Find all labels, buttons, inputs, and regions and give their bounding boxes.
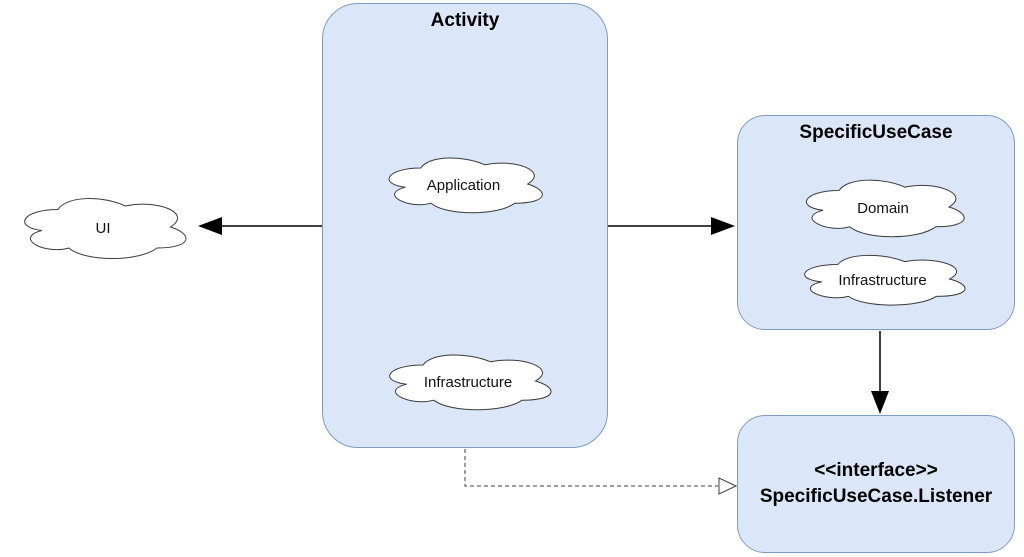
- listener-stereotype: <<interface>>: [814, 460, 938, 481]
- suc-infrastructure-cloud-node: Infrastructure: [793, 250, 972, 308]
- cloud-icon: [793, 250, 972, 308]
- application-cloud-label: Application: [426, 176, 501, 194]
- ui-cloud-node: UI: [13, 192, 193, 262]
- filled-arrowhead-icon: [871, 391, 889, 414]
- listener-title: SpecificUseCase.Listener: [759, 486, 993, 507]
- filled-arrowhead-icon: [198, 217, 222, 235]
- cloud-icon: [795, 174, 971, 240]
- cloud-icon: [378, 152, 549, 216]
- cloud-icon: [13, 192, 193, 262]
- activity-infrastructure-cloud-label: Infrastructure: [423, 373, 513, 391]
- edge-specific-use-case-to-listener: [871, 331, 889, 414]
- listener-interface-box: <<interface>> SpecificUseCase.Listener: [737, 415, 1015, 553]
- domain-cloud-label: Domain: [857, 199, 909, 217]
- suc-infrastructure-cloud-label: Infrastructure: [838, 271, 927, 289]
- application-cloud-node: Application: [378, 152, 549, 216]
- edge-activity-to-listener: [464, 449, 738, 495]
- domain-cloud-node: Domain: [795, 174, 971, 240]
- activity-box-title: Activity: [430, 10, 500, 31]
- activity-infrastructure-cloud-node: Infrastructure: [378, 349, 558, 413]
- hollow-triangle-arrowhead-icon: [718, 477, 738, 495]
- edge-activity-to-specific-use-case: [608, 217, 735, 235]
- cloud-icon: [378, 349, 558, 413]
- filled-arrowhead-icon: [711, 217, 735, 235]
- edge-activity-to-ui: [198, 217, 322, 235]
- ui-cloud-label: UI: [95, 219, 111, 237]
- specific-use-case-box-title: SpecificUseCase: [799, 122, 953, 143]
